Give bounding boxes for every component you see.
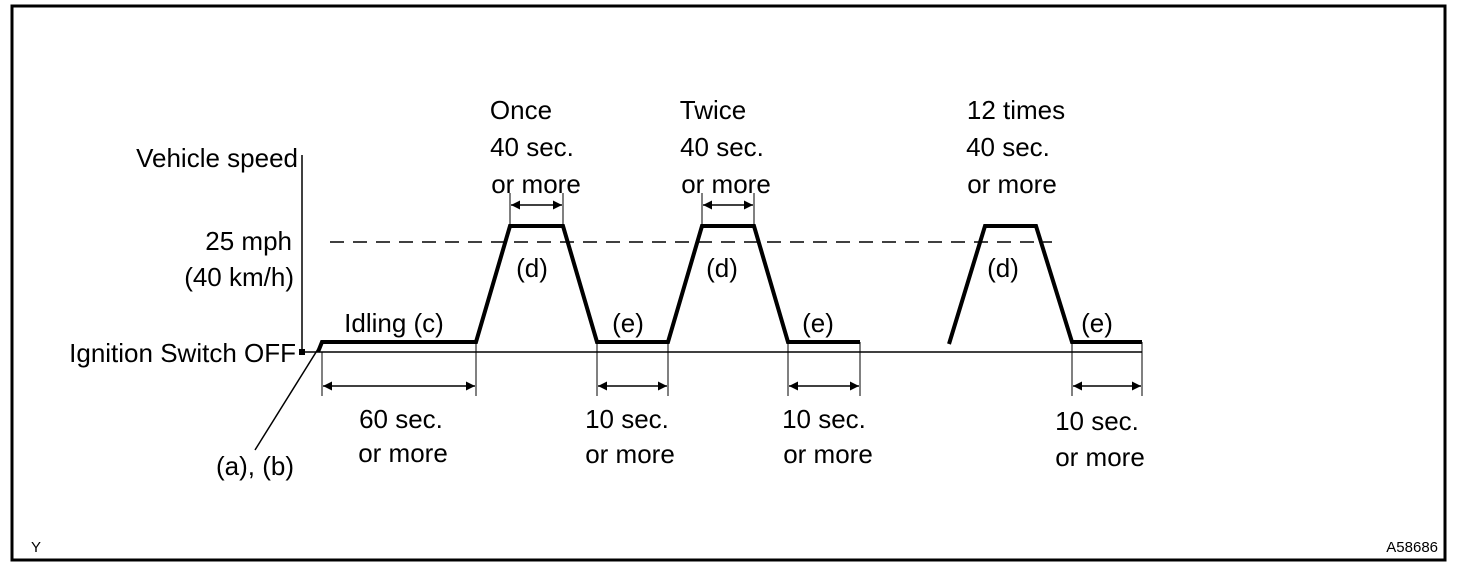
speed-profile-trace-2 — [947, 224, 1142, 345]
cycle3-stop-duration-line2: or more — [1055, 442, 1145, 472]
step-ab-label: (a), (b) — [216, 451, 294, 481]
baseline-label: Ignition Switch OFF — [69, 338, 296, 368]
cycle1-count-label: Once — [490, 95, 552, 125]
cycle1-stop-label: (e) — [612, 308, 644, 338]
cycle2-stop-label: (e) — [802, 308, 834, 338]
cycle3-drive-duration-line1: 40 sec. — [966, 132, 1050, 162]
cycle2-drive-label: (d) — [706, 253, 738, 283]
cycle3-stop-label: (e) — [1081, 308, 1113, 338]
cycle2-drive-duration-line1: 40 sec. — [680, 132, 764, 162]
baseline-marker — [299, 349, 305, 355]
cycle1-drive-duration-line1: 40 sec. — [490, 132, 574, 162]
corner-label-left: Y — [31, 539, 41, 556]
cycle3-drive-label: (d) — [987, 253, 1019, 283]
cycle2-stop-duration-line1: 10 sec. — [782, 404, 866, 434]
cycle2-count-label: Twice — [680, 95, 746, 125]
idling-label: Idling (c) — [344, 308, 444, 338]
cycle3-drive-duration-line2: or more — [967, 169, 1057, 199]
diagram-border — [10, 4, 1447, 562]
speed-label-mph: 25 mph — [205, 226, 292, 256]
cycle1-stop-duration-line1: 10 sec. — [585, 404, 669, 434]
cycle3-stop-duration-line1: 10 sec. — [1055, 406, 1139, 436]
cycle2-drive-duration-line2: or more — [681, 169, 771, 199]
cycle1-stop-duration-line2: or more — [585, 439, 675, 469]
speed-label-kmh: (40 km/h) — [184, 262, 294, 292]
figure-code: A58686 — [1386, 539, 1438, 556]
y-axis-label: Vehicle speed — [136, 143, 298, 173]
idling-duration-line2: or more — [358, 438, 448, 468]
cycle1-drive-duration-line2: or more — [491, 169, 581, 199]
cycle2-stop-duration-line2: or more — [783, 439, 873, 469]
idling-duration-line1: 60 sec. — [359, 404, 443, 434]
step-ab-leader — [254, 348, 319, 451]
cycle1-drive-label: (d) — [516, 253, 548, 283]
cycle3-count-label: 12 times — [967, 95, 1065, 125]
